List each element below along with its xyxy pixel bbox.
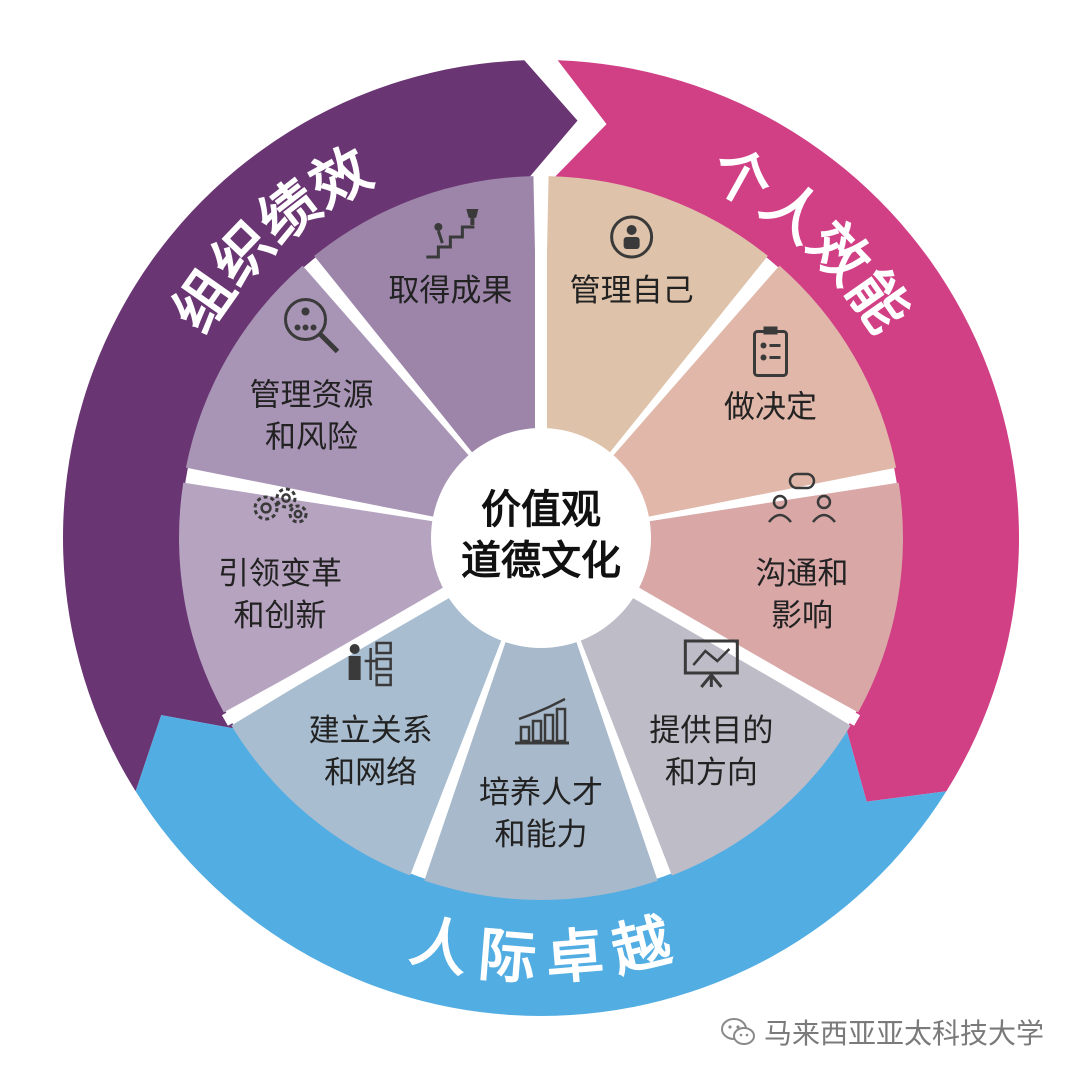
segment-8: [185, 265, 470, 518]
clipboard-checklist-icon: [752, 326, 788, 377]
magnifier-team-icon: [284, 298, 340, 354]
wechat-icon: [720, 1018, 755, 1045]
segment-4: [580, 593, 851, 876]
segment-2: [612, 265, 897, 518]
segment-label: 做决定: [724, 390, 817, 426]
growth-chart-icon: [515, 697, 569, 745]
segment-label: 引领变革: [218, 556, 342, 592]
segment-label: 和能力: [495, 817, 588, 853]
arc-label-inter: 卓: [543, 920, 606, 992]
segment-label: 取得成果: [388, 273, 512, 309]
arc-org: [63, 60, 578, 792]
watermark: 马来西亚亚太科技大学: [720, 1012, 1044, 1052]
segment-label: 沟通和: [755, 556, 848, 592]
org-network-icon: [348, 641, 392, 687]
segment-label: 和风险: [265, 420, 358, 456]
segment-label: 培养人才: [479, 775, 603, 811]
center-title-line1: 价值观: [481, 486, 601, 533]
segment-label: 和方向: [665, 755, 758, 791]
gears-icon: [253, 487, 308, 524]
segment-label: 和创新: [234, 598, 327, 634]
inner-segments: [179, 173, 903, 900]
segment-icons: [253, 208, 836, 745]
segment-6: [231, 593, 502, 876]
group-divider: [631, 586, 861, 726]
arc-self: [553, 60, 1019, 802]
outer-arcs: [63, 60, 1019, 1016]
segment-label: 影响: [771, 598, 833, 634]
segment-label: 建立关系: [309, 713, 433, 749]
segment-label: 管理资源: [250, 378, 374, 414]
person-badge-icon: [610, 215, 654, 259]
segment-1: [543, 176, 768, 454]
segment-9: [314, 176, 539, 454]
segment-label: 管理自己: [570, 273, 694, 309]
group-divider: [221, 586, 451, 726]
segment-5: [424, 640, 658, 900]
center-title-line2: 道德文化: [461, 537, 621, 584]
segment-label: 提供目的: [649, 713, 773, 749]
arc-label-inter: 际: [476, 920, 539, 992]
people-chat-icon: [767, 472, 836, 523]
segment-3: [635, 482, 903, 713]
presentation-board-icon: [683, 639, 739, 688]
watermark-text: 马来西亚亚太科技大学: [763, 1017, 1044, 1050]
arc-inter: [135, 715, 947, 1016]
segment-label: 和网络: [324, 755, 417, 791]
stairs-trophy-icon: [426, 208, 479, 259]
segment-7: [179, 482, 447, 713]
center-circle: [431, 428, 651, 648]
